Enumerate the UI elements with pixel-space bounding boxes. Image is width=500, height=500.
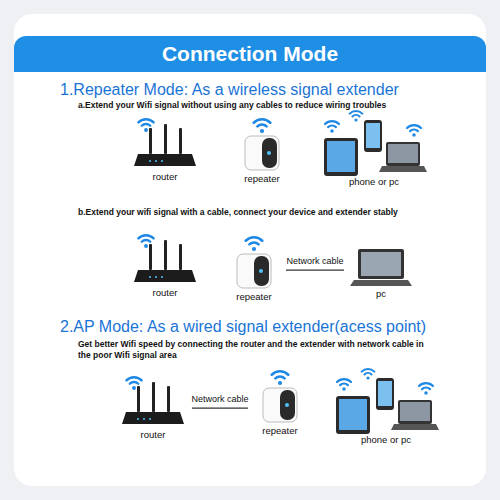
title-text: Connection Mode xyxy=(14,42,486,66)
repeater-icon xyxy=(226,236,282,291)
section-heading: 2.AP Mode: As a wired signal extender(ac… xyxy=(60,317,480,336)
router-icon xyxy=(130,116,200,171)
device-group: router xyxy=(128,232,202,299)
router-icon xyxy=(118,374,188,429)
device-group: phone or pc xyxy=(316,108,432,188)
device-group: phone or pc xyxy=(328,366,444,446)
repeater-icon xyxy=(252,370,308,425)
laptop-icon xyxy=(348,246,414,288)
device-group: pc xyxy=(346,246,416,300)
device-caption: router xyxy=(116,429,190,441)
description-text: b.Extend your wifi signal with a cable, … xyxy=(78,207,478,218)
network-cable xyxy=(286,270,344,271)
device-caption: phone or pc xyxy=(328,434,444,446)
edge-label: Network cable xyxy=(189,394,250,405)
device-group: repeater xyxy=(232,118,292,185)
cable-line xyxy=(286,270,344,271)
devices-icon xyxy=(330,366,442,434)
device-caption: phone or pc xyxy=(316,176,432,188)
device-caption: repeater xyxy=(224,291,284,303)
device-caption: pc xyxy=(346,288,416,300)
device-caption: router xyxy=(128,171,202,183)
device-group: repeater xyxy=(250,370,310,437)
device-caption: repeater xyxy=(232,173,292,185)
device-group: repeater xyxy=(224,236,284,303)
device-caption: repeater xyxy=(250,425,310,437)
description-text: Get better Wifi speed by connecting the … xyxy=(78,339,438,361)
description-text: a.Extend your Wifi signal without using … xyxy=(78,100,478,111)
edge-label: Network cable xyxy=(284,256,345,267)
cable-line xyxy=(192,408,248,409)
device-group: router xyxy=(128,116,202,183)
device-caption: router xyxy=(128,287,202,299)
network-cable xyxy=(192,408,248,409)
repeater-icon xyxy=(234,118,290,173)
header-bar: Connection Mode xyxy=(14,36,486,72)
router-icon xyxy=(130,232,200,287)
device-group: router xyxy=(116,374,190,441)
devices-icon xyxy=(318,108,430,176)
section-heading: 1.Repeater Mode: As a wireless signal ex… xyxy=(60,80,460,99)
